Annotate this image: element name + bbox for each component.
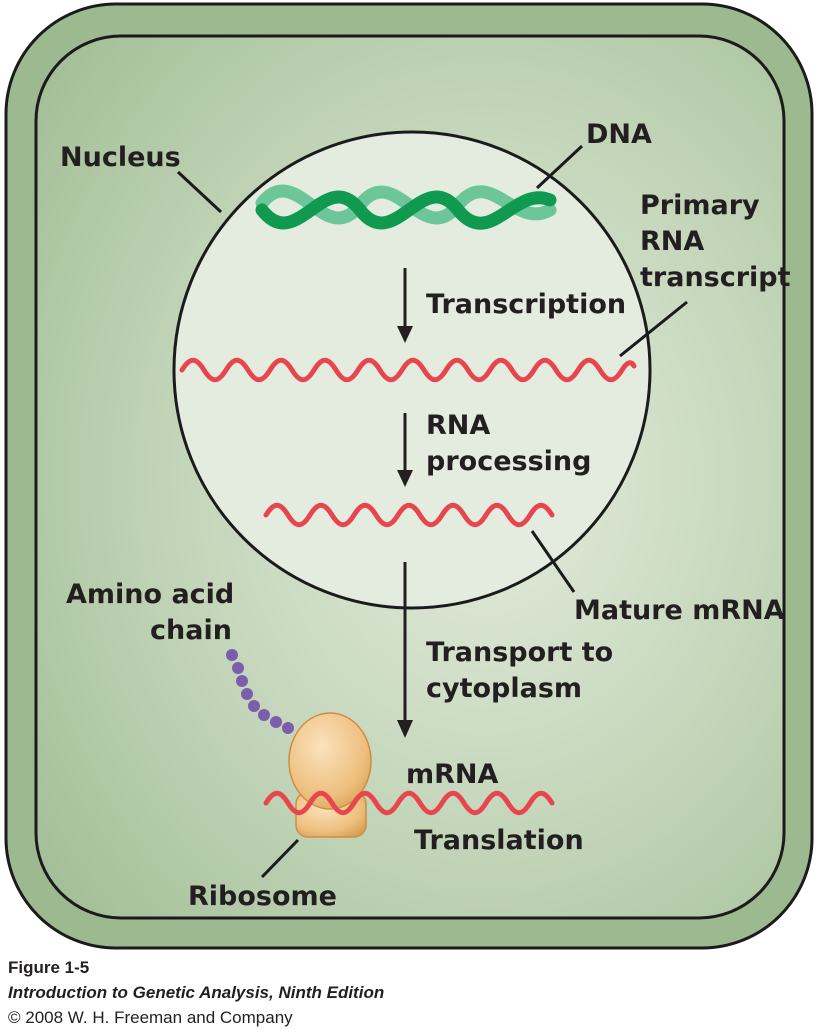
arrow-transcription: [397, 268, 413, 343]
label-mature-mrna: Mature mRNA: [574, 595, 785, 626]
label-nucleus: Nucleus: [60, 142, 181, 173]
amino-acid: [236, 675, 248, 687]
amino-acid: [282, 722, 294, 734]
primary-rna-transcript: [179, 357, 637, 383]
label-primary-rna-line2: RNA: [640, 226, 704, 257]
arrow-transport: [397, 562, 413, 738]
arrow-rna-processing: [397, 413, 413, 487]
label-amino-acid-line1: Amino acid: [66, 579, 234, 610]
label-transcription: Transcription: [426, 289, 626, 320]
amino-acid: [226, 649, 238, 661]
amino-acid: [248, 700, 260, 712]
leader-nucleus: [176, 170, 223, 214]
ribosome-large-subunit: [288, 712, 372, 810]
dna-strand-light: [255, 184, 557, 225]
leader-primary-rna: [619, 300, 688, 358]
label-rna-processing-line2: processing: [426, 446, 591, 477]
dna-helix: [255, 184, 557, 230]
mature-mrna-strand: [263, 502, 555, 528]
cell-diagram: Nucleus DNA Primary RNA transcript Trans…: [4, 2, 814, 950]
label-primary-rna-line3: transcript: [640, 262, 791, 293]
label-dna: DNA: [586, 119, 652, 150]
figure-number: Figure 1-5: [8, 958, 90, 977]
book-title: Introduction to Genetic Analysis, Ninth …: [8, 983, 385, 1002]
amino-acid: [232, 662, 244, 674]
leader-dna: [535, 144, 584, 190]
label-transport-line1: Transport to: [426, 637, 613, 668]
label-amino-acid-line2: chain: [150, 615, 232, 646]
label-transport-line2: cytoplasm: [426, 673, 582, 704]
label-rna-processing-line1: RNA: [426, 410, 490, 441]
label-translation: Translation: [414, 825, 584, 856]
cytoplasm-mrna-strand: [263, 790, 555, 816]
leader-ribosome: [260, 838, 300, 879]
label-primary-rna-line1: Primary: [640, 190, 760, 221]
copyright-notice: © 2008 W. H. Freeman and Company: [8, 1008, 293, 1027]
amino-acid: [270, 716, 282, 728]
leader-mature-mrna: [530, 530, 576, 593]
label-ribosome: Ribosome: [188, 881, 337, 912]
amino-acid: [241, 688, 253, 700]
nucleus: [172, 130, 652, 610]
dna-strand-dark: [255, 190, 557, 230]
amino-acid-chain: [226, 649, 294, 734]
amino-acid: [258, 709, 270, 721]
label-mrna: mRNA: [406, 759, 499, 790]
